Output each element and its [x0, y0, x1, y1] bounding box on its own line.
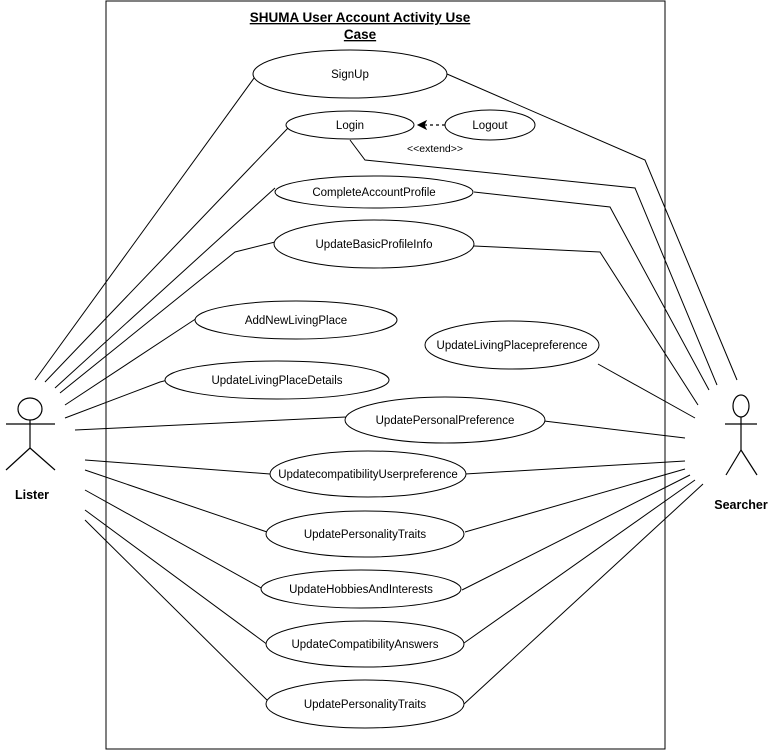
actor-lister-label: Lister	[15, 488, 49, 502]
use-case-label-add-living-place: AddNewLivingPlace	[245, 315, 347, 327]
actor-lister	[5, 397, 56, 471]
assoc-lister-traits-1	[84, 469, 271, 534]
assoc-searcher-complete-profile	[473, 191, 710, 391]
searcher-associations	[349, 73, 738, 705]
use-case-signup	[252, 49, 448, 99]
use-case-label-compat-answers: UpdateCompatibilityAnswers	[291, 639, 438, 651]
extend-label: <<extend>>	[407, 143, 463, 155]
use-cases	[164, 49, 600, 729]
assoc-searcher-compat-answers	[463, 479, 696, 644]
use-case-label-complete-profile: CompleteAccountProfile	[312, 187, 435, 199]
actor-searcher	[725, 394, 758, 476]
assoc-lister-personal-pref	[74, 416, 347, 431]
diagram-title-line1: SHUMA User Account Activity Use	[250, 10, 471, 25]
use-case-label-basic-info: UpdateBasicProfileInfo	[316, 239, 433, 251]
use-case-traits-1	[265, 510, 465, 558]
use-case-label-compat-pref: UpdatecompatibilityUserpreference	[278, 469, 458, 481]
use-case-label-login: Login	[336, 120, 364, 132]
actor-lister-head	[17, 397, 43, 421]
use-case-label-signup: SignUp	[331, 69, 369, 81]
assoc-lister-complete-profile	[54, 187, 276, 389]
assoc-lister-traits-2	[84, 519, 271, 704]
diagram-title-line2: Case	[344, 27, 377, 42]
use-case-complete-profile	[274, 175, 474, 209]
use-case-labels: SignUp Login Logout CompleteAccountProfi…	[211, 69, 587, 711]
assoc-lister-basic-info	[59, 241, 276, 394]
assoc-lister-login	[44, 127, 289, 383]
use-case-label-personal-pref: UpdatePersonalPreference	[376, 415, 515, 427]
use-case-personal-pref	[344, 396, 546, 444]
extend-dependency: <<extend>>	[407, 119, 463, 155]
assoc-lister-signup	[34, 73, 258, 381]
lister-associations	[34, 73, 347, 704]
use-case-add-living-place	[194, 300, 398, 340]
use-case-compat-pref	[269, 450, 467, 498]
use-case-label-living-details: UpdateLivingPlaceDetails	[211, 375, 342, 387]
assoc-searcher-traits-2	[463, 483, 704, 705]
assoc-searcher-personal-pref	[543, 420, 686, 439]
use-case-compat-answers	[265, 620, 465, 668]
use-case-traits-2	[265, 679, 465, 729]
assoc-searcher-signup	[446, 73, 738, 381]
assoc-searcher-login	[349, 139, 718, 386]
assoc-searcher-living-pref	[597, 363, 696, 419]
extend-arrowhead	[416, 119, 428, 131]
use-case-living-pref	[424, 320, 600, 370]
actor-searcher-label: Searcher	[714, 498, 768, 512]
assoc-searcher-compat-pref	[464, 460, 686, 475]
assoc-lister-compat-pref	[84, 459, 271, 475]
assoc-lister-living-details	[64, 379, 169, 419]
use-case-label-logout: Logout	[472, 120, 508, 132]
assoc-lister-add-living-place	[64, 317, 198, 406]
use-case-login	[285, 110, 415, 140]
system-boundary	[105, 0, 666, 750]
assoc-searcher-traits-1	[464, 468, 686, 533]
use-case-label-living-pref: UpdateLivingPlacepreference	[437, 340, 588, 352]
assoc-lister-hobbies	[84, 489, 264, 590]
assoc-searcher-hobbies	[461, 474, 691, 591]
use-case-label-hobbies: UpdateHobbiesAndInterests	[289, 584, 433, 596]
use-case-living-details	[164, 360, 390, 400]
actor-searcher-head	[732, 394, 750, 418]
use-case-basic-info	[273, 219, 475, 269]
use-case-hobbies	[260, 569, 462, 609]
use-case-logout	[444, 109, 536, 141]
assoc-lister-compat-answers	[84, 509, 269, 646]
assoc-searcher-basic-info	[473, 245, 699, 406]
use-case-label-traits-1: UpdatePersonalityTraits	[304, 529, 427, 541]
use-case-label-traits-2: UpdatePersonalityTraits	[304, 699, 427, 711]
